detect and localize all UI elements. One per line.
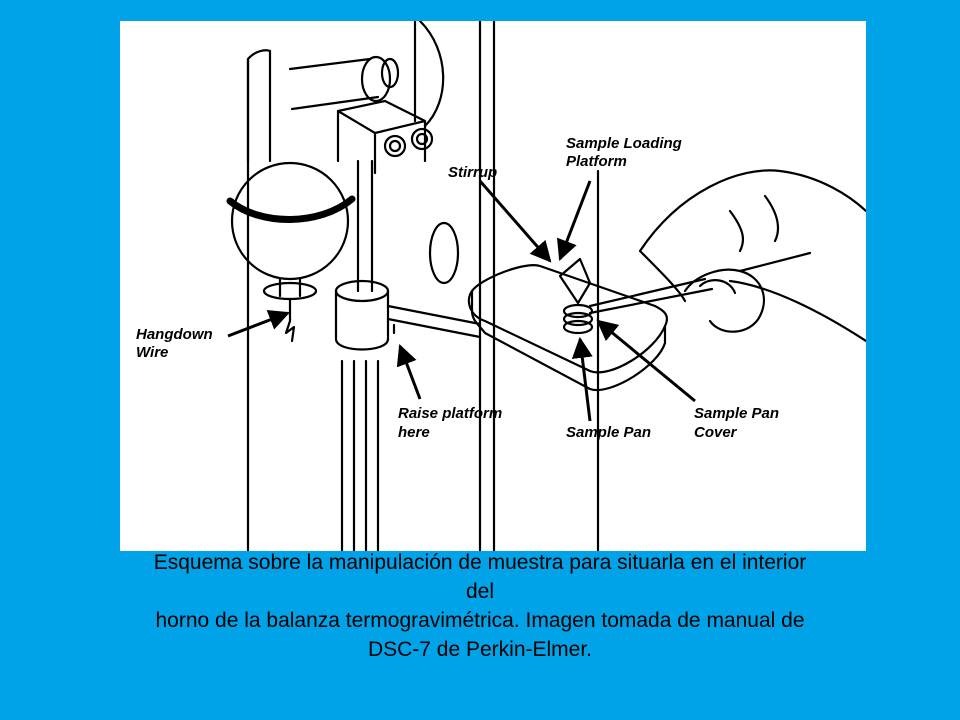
label-raise-platform-2: here xyxy=(398,424,430,441)
arrow-sample-pan-cover xyxy=(596,319,696,403)
arrow-sample-loading-platform xyxy=(556,180,592,261)
fingernail xyxy=(698,279,737,295)
knob-right xyxy=(410,127,434,151)
hand-outline xyxy=(638,169,866,343)
label-sample-loading-2: Platform xyxy=(566,153,627,170)
label-hangdown-1: Hangdown xyxy=(136,326,213,343)
label-stirrup: Stirrup xyxy=(448,164,497,181)
caption-line-2: del xyxy=(465,580,495,603)
bracket-block xyxy=(336,99,427,175)
furnace-ball-band xyxy=(226,195,356,223)
loading-platform xyxy=(467,264,669,374)
label-sample-pan: Sample Pan xyxy=(566,424,651,441)
tweezers-rod xyxy=(738,251,812,273)
platform-arm xyxy=(386,304,482,339)
ball-neck xyxy=(278,277,302,298)
arrow-raise-platform xyxy=(396,344,422,400)
arrow-hangdown-wire xyxy=(227,309,290,338)
tweezers xyxy=(588,277,714,315)
collar-body xyxy=(334,289,390,351)
diagram-figure: Sample Loading Platform Stirrup Hangdown… xyxy=(120,21,866,551)
figure-caption: Esquema sobre la manipulación de muestra… xyxy=(0,548,960,664)
arrow-sample-pan xyxy=(571,336,593,422)
top-bar xyxy=(288,57,380,111)
dsc-sample-loading-diagram: Sample Loading Platform Stirrup Hangdown… xyxy=(136,21,866,551)
top-bar-cap xyxy=(380,57,400,89)
hangdown-wire xyxy=(284,297,296,343)
hang-disc xyxy=(262,281,318,301)
sample-pan xyxy=(562,303,594,335)
caption-line-1: Esquema sobre la manipulación de muestra… xyxy=(153,551,807,574)
label-sample-pan-cover-1: Sample Pan xyxy=(694,405,779,422)
furnace-ball xyxy=(230,161,350,281)
knuckle-lines xyxy=(728,194,780,253)
label-sample-loading-1: Sample Loading xyxy=(566,135,682,152)
label-raise-platform-1: Raise platform xyxy=(398,405,502,422)
label-sample-pan-cover-2: Cover xyxy=(694,424,738,441)
stirrup xyxy=(558,257,592,305)
knob-left xyxy=(383,134,407,158)
arrow-stirrup xyxy=(478,180,552,263)
collar-top xyxy=(334,279,390,303)
lower-rods xyxy=(340,359,380,551)
support-tube xyxy=(246,49,272,163)
loading-platform-edge xyxy=(470,289,667,392)
top-bar-end xyxy=(360,55,392,103)
caption-line-3: horno de la balanza termogravimétrica. I… xyxy=(155,609,805,632)
label-hangdown-2: Wire xyxy=(136,344,168,361)
back-plate-hole xyxy=(428,221,460,285)
caption-line-4: DSC-7 de Perkin-Elmer. xyxy=(367,638,593,661)
frame-top-curve xyxy=(418,21,445,128)
post-left xyxy=(356,159,374,293)
